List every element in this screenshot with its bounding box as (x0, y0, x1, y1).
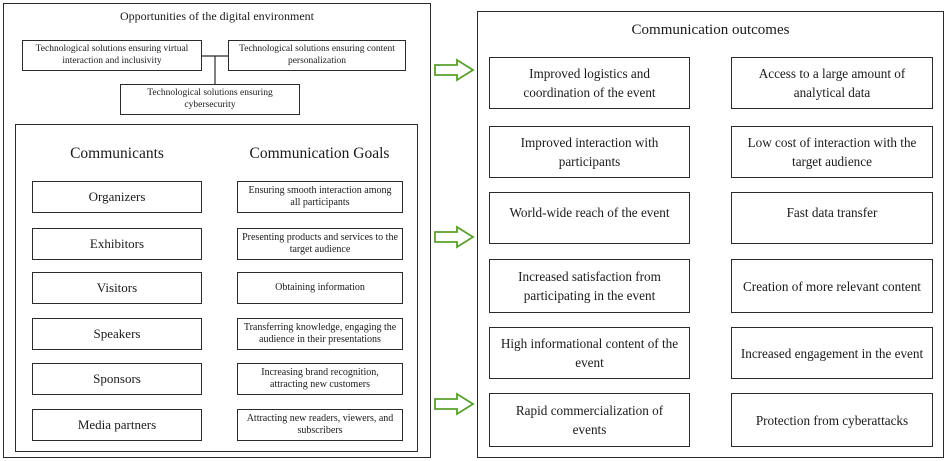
outcome-box: Improved logistics and coordination of t… (489, 57, 690, 109)
communicants-header: Communicants (70, 145, 164, 162)
communicant-media-partners: Media partners (32, 409, 202, 441)
outcome-box: Creation of more relevant content (731, 259, 933, 313)
outcome-box: High informational content of the event (489, 327, 690, 379)
communicant-speakers: Speakers (32, 318, 202, 350)
arrow-right-icon (434, 58, 475, 82)
opportunities-title: Opportunities of the digital environment (120, 9, 314, 23)
goal-exhibitors: Presenting products and services to the … (237, 228, 403, 260)
communicant-sponsors: Sponsors (32, 363, 202, 395)
arrow-right-icon (434, 392, 475, 416)
outcomes-title: Communication outcomes (631, 22, 790, 38)
communicant-organizers: Organizers (32, 181, 202, 213)
outcome-box: Fast data transfer (731, 192, 933, 244)
goals-header: Communication Goals (249, 145, 390, 162)
tech-virtual-interaction-box: Technological solutions ensuring virtual… (22, 40, 202, 71)
tech-connectors (202, 55, 228, 84)
outcome-box: Increased satisfaction from participatin… (489, 259, 690, 313)
arrow-right-icon (434, 225, 475, 249)
tech-cybersecurity-box: Technological solutions ensuring cyberse… (120, 84, 300, 115)
goal-media-partners: Attracting new readers, viewers, and sub… (237, 409, 403, 441)
communicant-exhibitors: Exhibitors (32, 228, 202, 260)
goal-visitors: Obtaining information (237, 272, 403, 304)
goal-sponsors: Increasing brand recognition, attracting… (237, 363, 403, 395)
outcome-box: Access to a large amount of analytical d… (731, 57, 933, 109)
outcome-box: Improved interaction with participants (489, 126, 690, 178)
goal-speakers: Transferring knowledge, engaging the aud… (237, 318, 403, 350)
communicant-visitors: Visitors (32, 272, 202, 304)
outcome-box: World-wide reach of the event (489, 192, 690, 244)
goal-organizers: Ensuring smooth interaction among all pa… (237, 181, 403, 213)
outcome-box: Protection from cyberattacks (731, 393, 933, 447)
outcome-box: Increased engagement in the event (731, 327, 933, 379)
outcome-box: Rapid commercialization of events (489, 393, 690, 447)
tech-personalization-box: Technological solutions ensuring content… (228, 40, 406, 71)
outcome-box: Low cost of interaction with the target … (731, 126, 933, 178)
